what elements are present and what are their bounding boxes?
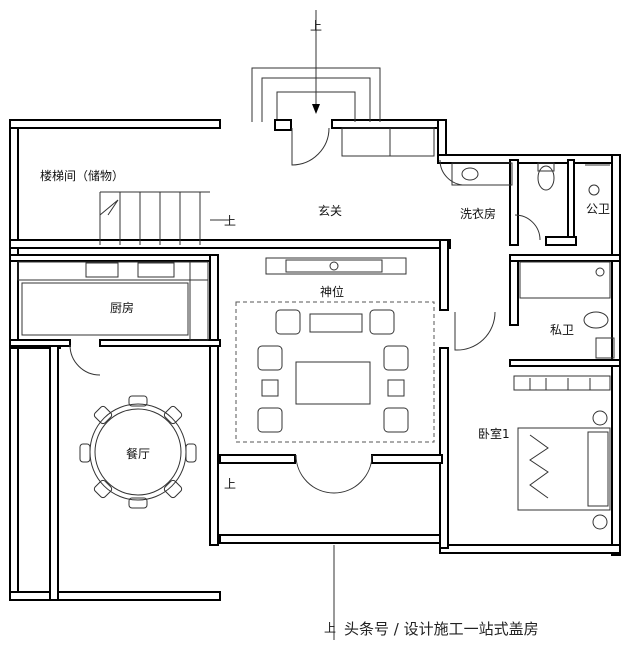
staircase <box>99 191 230 245</box>
marker-bottom-up: 上 <box>324 621 336 635</box>
bath-fixtures <box>451 162 615 359</box>
marker-entry-top: 上 <box>310 19 322 33</box>
label-laundry: 洗衣房 <box>460 206 496 221</box>
dining-table <box>79 395 197 509</box>
label-bedroom: 卧室1 <box>478 426 510 441</box>
toilet-icon <box>537 165 555 191</box>
label-kitchen: 厨房 <box>110 300 134 315</box>
watermark-text: 头条号 / 设计施工一站式盖房 <box>344 620 539 638</box>
marker-stair-up: 上 <box>224 214 236 228</box>
doors <box>69 127 541 494</box>
stove-icon <box>85 262 119 278</box>
label-stairs: 楼梯间（储物） <box>40 168 124 183</box>
interior-walls <box>9 159 621 549</box>
living-furniture <box>235 257 435 443</box>
bedroom-furniture <box>513 375 611 530</box>
label-foyer: 玄关 <box>318 203 342 218</box>
label-public-bath: 公卫 <box>586 202 610 216</box>
label-dining: 餐厅 <box>126 446 150 461</box>
label-private-bath: 私卫 <box>550 323 574 337</box>
marker-left-up: 上 <box>224 477 236 491</box>
tea-table <box>295 361 371 405</box>
kitchen-counters <box>17 261 209 341</box>
label-shrine: 神位 <box>320 284 344 299</box>
entry-porch <box>251 10 381 131</box>
bed-icon <box>517 427 611 511</box>
basin-icon <box>595 337 615 359</box>
shrine-cabinet <box>265 257 407 275</box>
sink-icon <box>137 262 175 278</box>
floor-drain-icon <box>588 184 600 196</box>
foyer-bench <box>341 127 435 157</box>
washer-icon <box>451 162 513 186</box>
toilet-icon-2 <box>583 311 609 329</box>
